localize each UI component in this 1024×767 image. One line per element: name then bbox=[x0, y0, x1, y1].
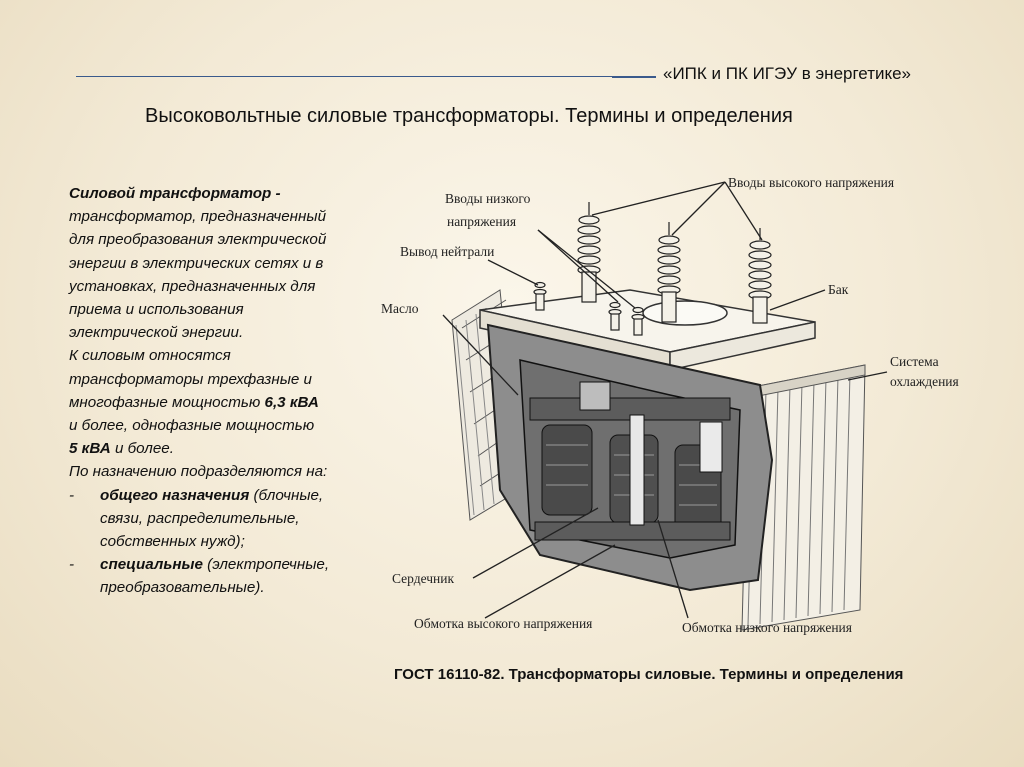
list-item-text: (электропечные, bbox=[203, 556, 329, 573]
label-cooling-2: охлаждения bbox=[890, 374, 959, 389]
label-lv-bushings-2: напряжения bbox=[447, 214, 516, 229]
note-line: трансформаторы трехфазные и bbox=[69, 368, 399, 391]
label-oil: Масло bbox=[381, 301, 419, 316]
header-rule-accent bbox=[612, 76, 656, 78]
label-tank: Бак bbox=[828, 282, 849, 297]
note-line: многофазные мощностью 6,3 кВА bbox=[69, 391, 399, 414]
definition-line: электрической энергии. bbox=[69, 321, 399, 344]
list-item-text: (блочные, bbox=[249, 487, 323, 504]
cutaway-interior bbox=[488, 325, 772, 590]
organization-name: «ИПК и ПК ИГЭУ в энергетике» bbox=[663, 64, 911, 84]
note-text: и более. bbox=[111, 440, 174, 457]
list-item-text: собственных нужд); bbox=[100, 530, 323, 553]
note-line: 5 кВА и более. bbox=[69, 437, 399, 460]
list-item-bold: общего назначения bbox=[100, 487, 249, 504]
power-value: 5 кВА bbox=[69, 440, 111, 457]
list-item-bold: специальные bbox=[100, 556, 203, 573]
definition-line: установках, предназначенных для bbox=[69, 275, 399, 298]
definition-text: Силовой трансформатор - трансформатор, п… bbox=[69, 182, 399, 600]
list-dash: - bbox=[69, 553, 100, 599]
list-item-text: связи, распределительные, bbox=[100, 507, 323, 530]
header-rule bbox=[76, 76, 656, 77]
note-line: К силовым относятся bbox=[69, 344, 399, 367]
label-hv-winding: Обмотка высокого напряжения bbox=[414, 616, 592, 631]
label-neutral: Вывод нейтрали bbox=[400, 244, 494, 259]
list-dash: - bbox=[69, 484, 100, 554]
definition-line: трансформатор, предназначенный bbox=[69, 205, 399, 228]
label-cooling: Система bbox=[890, 354, 939, 369]
term: Силовой трансформатор - bbox=[69, 185, 281, 202]
label-lv-bushings: Вводы низкого bbox=[445, 191, 531, 206]
transformer-diagram: Вводы высокого напряжения Вводы низкого … bbox=[370, 160, 990, 650]
hv-bushing-3 bbox=[749, 228, 771, 323]
definition-line: энергии в электрических сетях и в bbox=[69, 252, 399, 275]
list-item: - общего назначения (блочные, связи, рас… bbox=[69, 484, 399, 554]
hv-bushing-1 bbox=[578, 202, 600, 302]
note-text: многофазные мощностью bbox=[69, 394, 265, 411]
purpose-intro: По назначению подразделяются на: bbox=[69, 460, 399, 483]
gost-reference: ГОСТ 16110-82. Трансформаторы силовые. Т… bbox=[394, 666, 903, 683]
power-value: 6,3 кВА bbox=[265, 394, 319, 411]
list-item: - специальные (электропечные, преобразов… bbox=[69, 553, 399, 599]
list-item-text: преобразовательные). bbox=[100, 576, 329, 599]
definition-line: приема и использования bbox=[69, 298, 399, 321]
label-core: Сердечник bbox=[392, 571, 454, 586]
note-line: и более, однофазные мощностью bbox=[69, 414, 399, 437]
label-lv-winding: Обмотка низкого напряжения bbox=[682, 620, 852, 635]
definition-line: для преобразования электрической bbox=[69, 228, 399, 251]
slide-title: Высоковольтные силовые трансформаторы. Т… bbox=[145, 105, 793, 128]
label-hv-bushings: Вводы высокого напряжения bbox=[728, 175, 894, 190]
